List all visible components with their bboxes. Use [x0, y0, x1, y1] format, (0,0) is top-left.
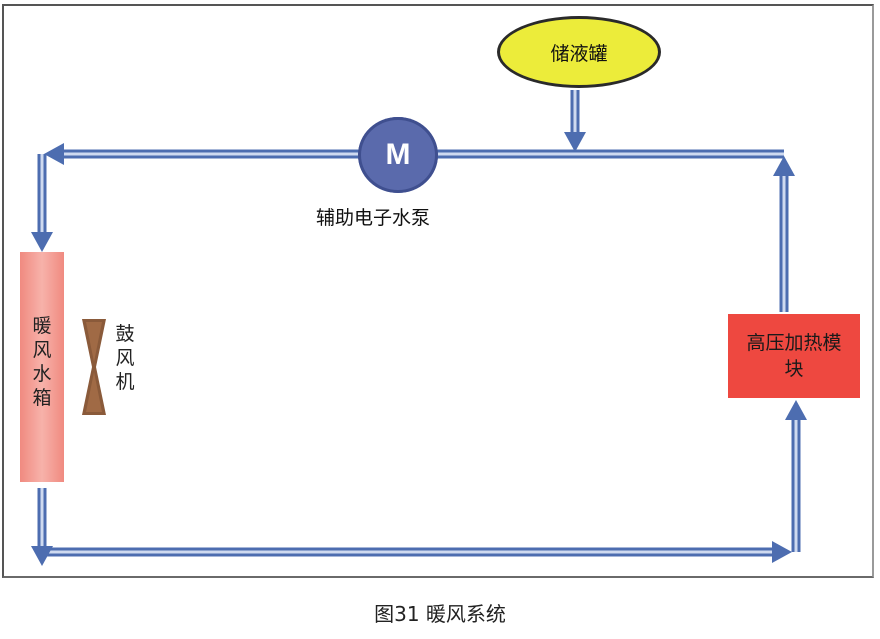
arrow-right-icon: [772, 541, 792, 563]
heater-core-label: 暖风水箱: [32, 315, 52, 409]
arrow-down-icon: [564, 132, 586, 152]
heater-module-label: 高压加热模块: [746, 332, 842, 380]
arrow-up-icon: [773, 156, 795, 176]
blower-fan-icon: [82, 319, 106, 415]
arrow-left-icon: [44, 143, 64, 165]
blower-label: 鼓风机: [115, 323, 135, 393]
reservoir-label: 储液罐: [550, 42, 608, 65]
pump-label: 辅助电子水泵: [316, 207, 431, 229]
arrow-up-icon: [785, 400, 807, 420]
pipe-left-bottom: [37, 488, 778, 557]
pump-symbol: M: [385, 138, 411, 171]
arrow-down-icon: [31, 232, 53, 252]
figure-caption: 图31 暖风系统: [374, 602, 506, 626]
heater-module: 高压加热模块: [728, 314, 860, 398]
reservoir: 储液罐: [497, 16, 661, 88]
arrow-down-icon: [31, 546, 53, 566]
heater-core: [20, 252, 64, 482]
diagram-frame: [2, 4, 874, 578]
pump-motor-icon: M: [358, 117, 438, 193]
